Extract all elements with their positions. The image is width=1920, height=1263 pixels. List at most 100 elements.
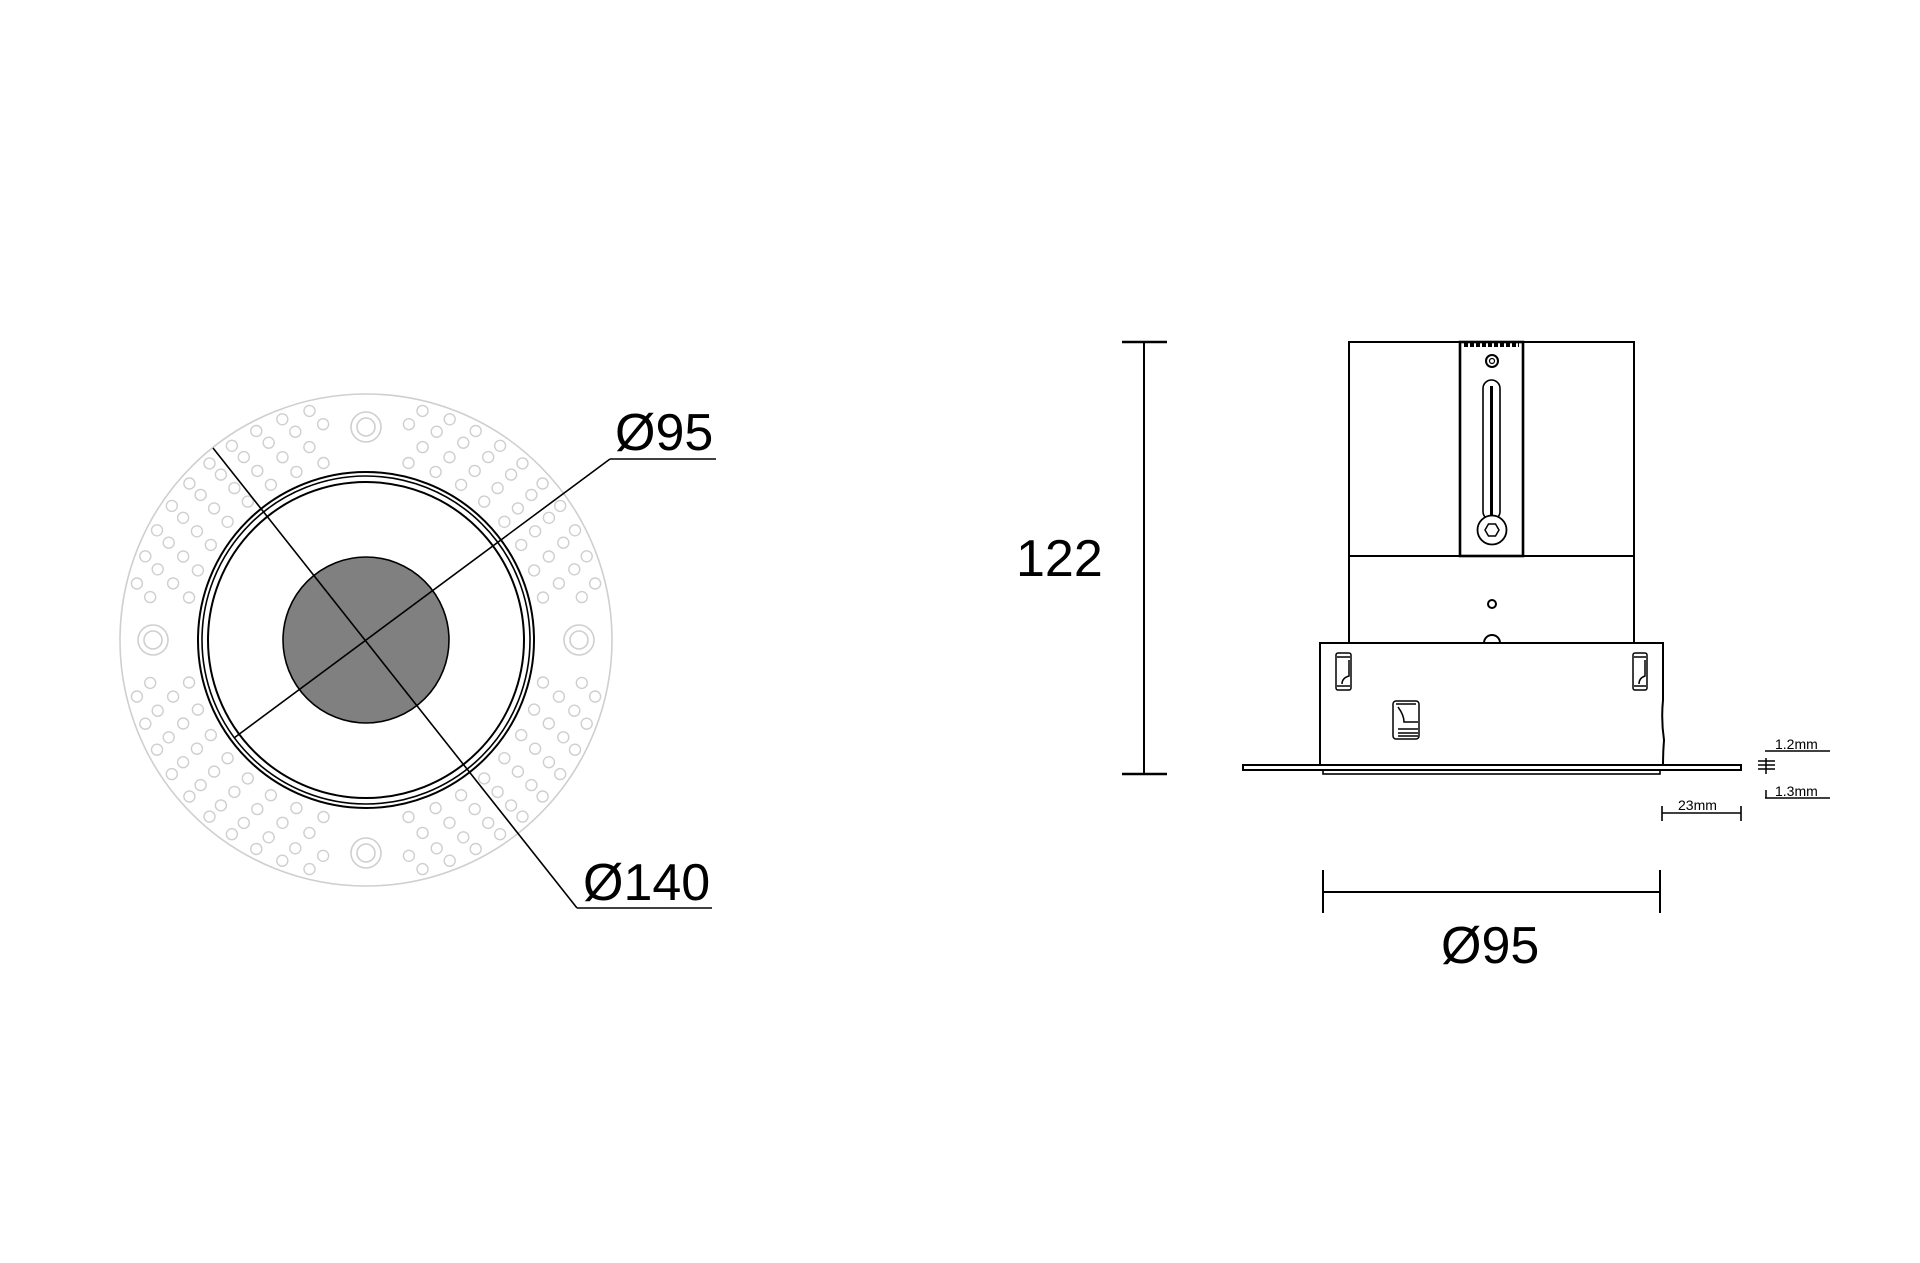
perforation-dot bbox=[276, 451, 289, 464]
perforation-dot bbox=[429, 801, 442, 815]
flange-offset-dimension bbox=[1661, 806, 1742, 821]
perforation-dot bbox=[317, 456, 330, 470]
perforation-dot bbox=[190, 742, 204, 755]
perforation-dot bbox=[528, 742, 542, 755]
perforation-dot bbox=[221, 515, 234, 528]
perforation-dot bbox=[303, 440, 316, 454]
perforation-dot bbox=[478, 772, 491, 785]
perforation-dot bbox=[276, 413, 289, 426]
perforation-dot bbox=[165, 767, 179, 781]
screw-icon bbox=[1485, 354, 1499, 368]
perforation-dot bbox=[276, 854, 289, 867]
perforation-dot bbox=[575, 590, 588, 604]
perforation-dot bbox=[416, 862, 429, 876]
mounting-hole-icon bbox=[356, 843, 376, 863]
perforation-dot bbox=[290, 465, 303, 479]
perforation-dot bbox=[525, 488, 538, 502]
hole-icon bbox=[1487, 599, 1497, 609]
perforation-dot bbox=[491, 481, 504, 495]
perforation-dot bbox=[316, 418, 330, 431]
perforation-dot bbox=[251, 464, 264, 478]
perforation-dot bbox=[536, 591, 550, 604]
perforation-dot bbox=[214, 468, 228, 481]
perforation-dot bbox=[457, 436, 470, 449]
perforation-dot bbox=[527, 564, 541, 577]
bezel-ring-outer bbox=[197, 471, 535, 809]
cutout-diameter-dimension bbox=[1322, 870, 1661, 913]
perforation-dot bbox=[204, 728, 218, 742]
flange-thickness-dimension bbox=[1758, 750, 1830, 799]
perforation-dot bbox=[516, 810, 529, 823]
perforation-dot bbox=[454, 789, 468, 802]
cutout-diameter-label: Ø95 bbox=[1441, 917, 1539, 975]
perforation-dot bbox=[482, 816, 495, 830]
perforation-dot bbox=[303, 862, 316, 876]
perforation-dot bbox=[554, 499, 567, 513]
perforation-dot bbox=[542, 511, 556, 524]
perforation-dot bbox=[191, 564, 205, 577]
perforation-dot bbox=[250, 424, 263, 438]
flange-thickness-bottom-label: 1.3mm bbox=[1775, 783, 1818, 799]
perforation-dot bbox=[402, 456, 415, 470]
perforation-dot bbox=[536, 477, 549, 490]
perforation-dot bbox=[162, 536, 175, 549]
perforation-dot bbox=[575, 676, 588, 690]
bezel-ring-middle bbox=[201, 475, 531, 805]
perforation-dot bbox=[317, 810, 330, 824]
perforation-dot bbox=[237, 816, 251, 830]
leader-line-outer-diameter bbox=[212, 447, 578, 909]
bottom-lip bbox=[1322, 769, 1661, 775]
perforation-dot bbox=[511, 502, 525, 515]
perforation-dot bbox=[542, 717, 555, 730]
height-dimension bbox=[1122, 340, 1167, 776]
flange-offset-label: 23mm bbox=[1678, 797, 1717, 813]
perforation-dot bbox=[478, 495, 491, 508]
perforation-dot bbox=[454, 478, 468, 491]
perforation-dot bbox=[143, 676, 157, 690]
perforation-dot bbox=[176, 717, 190, 730]
perforation-dot bbox=[289, 425, 302, 438]
perforation-dot bbox=[468, 802, 481, 816]
perforation-dot bbox=[527, 703, 541, 716]
perforation-dot bbox=[504, 468, 518, 481]
perforation-dot bbox=[183, 477, 196, 490]
perforation-dot bbox=[207, 765, 221, 778]
perforation-dot bbox=[276, 816, 289, 829]
perforation-dot bbox=[493, 828, 507, 841]
perforation-dot bbox=[443, 854, 456, 867]
perforation-dot bbox=[165, 499, 179, 513]
perforation-dot bbox=[469, 424, 482, 438]
mounting-hole-icon bbox=[569, 630, 589, 650]
perforation-dot bbox=[554, 767, 567, 781]
perforation-dot bbox=[580, 550, 593, 563]
outer-diameter-label: Ø140 bbox=[583, 854, 710, 912]
perforation-dot bbox=[182, 676, 196, 689]
perforation-dot bbox=[207, 502, 221, 515]
perforation-dot bbox=[568, 704, 581, 717]
perforation-dot bbox=[194, 488, 207, 502]
perforation-dot bbox=[264, 789, 278, 802]
perforation-dot bbox=[194, 778, 207, 792]
mounting-holes bbox=[137, 411, 595, 869]
perforation-dot bbox=[203, 810, 216, 823]
perforation-dot bbox=[221, 752, 234, 765]
perforation-dot bbox=[151, 704, 164, 717]
side-view: 122 bbox=[1016, 340, 1830, 975]
perforation-dot bbox=[303, 826, 316, 840]
perforation-dot bbox=[416, 440, 429, 454]
perforation-dot bbox=[130, 690, 144, 703]
perforation-dot bbox=[130, 577, 144, 590]
perforation-dot bbox=[176, 550, 190, 563]
bezel-ring-inner bbox=[207, 481, 525, 799]
leader-line-inner-diameter bbox=[233, 458, 611, 739]
mounting-hole-icon bbox=[350, 837, 382, 869]
perforation-dot bbox=[191, 703, 205, 716]
perforation-dot bbox=[443, 413, 456, 426]
perforation-dot bbox=[241, 495, 255, 508]
spring-clip-center bbox=[1392, 700, 1420, 740]
perforation-dot bbox=[504, 799, 518, 812]
perforation-dot bbox=[183, 790, 196, 803]
mounting-hole-icon bbox=[563, 624, 595, 656]
inner-diameter-label: Ø95 bbox=[615, 404, 713, 462]
